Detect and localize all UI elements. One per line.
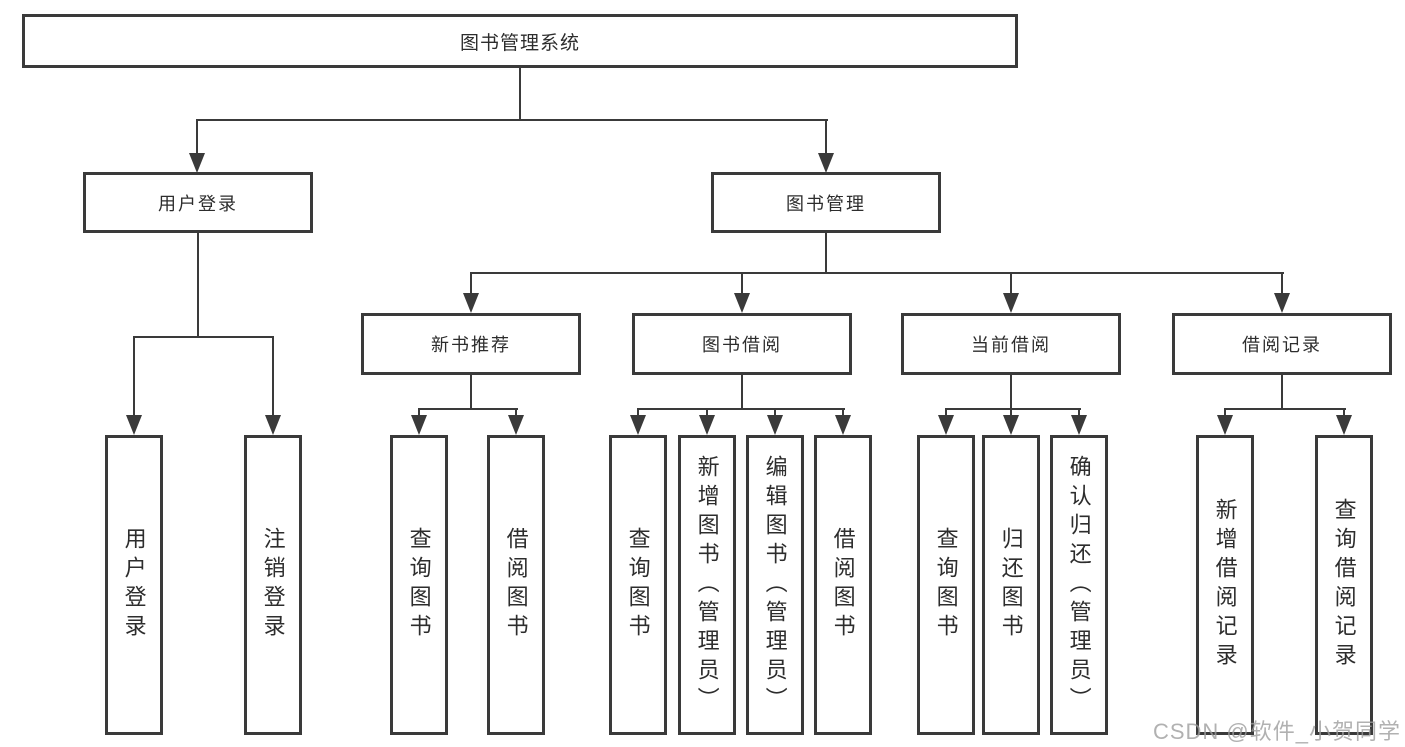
connector-leaf-stem xyxy=(774,408,776,420)
leaf-label: 归还图书 xyxy=(998,527,1024,643)
connector-leaf-stem xyxy=(1343,408,1345,420)
connector-leaf-stem xyxy=(1010,408,1012,420)
connector-leaf-stem xyxy=(945,408,947,420)
connector-arrowhead xyxy=(734,293,750,313)
connector-arrowhead xyxy=(630,415,646,435)
connector-arrowhead xyxy=(265,415,281,435)
connector-current-borrow-rail xyxy=(945,408,1081,410)
connector-arrowhead xyxy=(463,293,479,313)
connector-leaf-stem xyxy=(706,408,708,420)
connector-arrowhead xyxy=(767,415,783,435)
connector-current-borrow-down xyxy=(1010,375,1012,410)
connector-arrowhead xyxy=(1336,415,1352,435)
connector-level3-rail xyxy=(470,272,1284,274)
leaf-label: 确认归还（管理员） xyxy=(1066,454,1092,716)
connector-user-branch-down xyxy=(197,233,199,338)
connector-leaf-stem xyxy=(1078,408,1080,420)
leaf-label: 借阅图书 xyxy=(503,527,529,643)
connector-arrowhead xyxy=(1003,293,1019,313)
node-cb-return-books-leaf: 归还图书 xyxy=(982,435,1040,735)
node-user-login-branch: 用户登录 xyxy=(83,172,313,233)
connector-leaf-stem xyxy=(637,408,639,420)
node-bb-borrow-books-leaf: 借阅图书 xyxy=(814,435,872,735)
node-br-query-record-leaf: 查询借阅记录 xyxy=(1315,435,1373,735)
connector-leaf-stem xyxy=(515,408,517,420)
connector-stem-user-login-leaf xyxy=(133,336,135,420)
node-user-login-leaf: 用户登录 xyxy=(105,435,163,735)
connector-book-borrow-rail xyxy=(637,408,845,410)
connector-arrowhead xyxy=(189,153,205,173)
leaf-label: 查询图书 xyxy=(406,527,432,643)
leaf-label: 注销登录 xyxy=(260,527,286,643)
connector-book-branch-down xyxy=(825,233,827,274)
node-current-borrowing: 当前借阅 xyxy=(901,313,1121,375)
leaf-label: 查询图书 xyxy=(933,527,959,643)
leaf-label: 借阅图书 xyxy=(830,527,856,643)
connector-stem-book-management xyxy=(825,119,827,157)
csdn-watermark: CSDN @软件_小贺同学 xyxy=(1152,719,1401,744)
connector-arrowhead xyxy=(508,415,524,435)
node-bb-edit-books-admin-leaf: 编辑图书（管理员） xyxy=(746,435,804,735)
connector-arrowhead xyxy=(1003,415,1019,435)
node-new-book-recommend: 新书推荐 xyxy=(361,313,581,375)
connector-arrowhead xyxy=(938,415,954,435)
leaf-label: 编辑图书（管理员） xyxy=(762,454,788,716)
node-bb-query-books-leaf: 查询图书 xyxy=(609,435,667,735)
connector-arrowhead xyxy=(835,415,851,435)
node-book-borrowing: 图书借阅 xyxy=(632,313,852,375)
leaf-label: 新增图书（管理员） xyxy=(694,454,720,716)
connector-arrowhead xyxy=(411,415,427,435)
leaf-label: 查询借阅记录 xyxy=(1331,498,1357,672)
node-library-management-system: 图书管理系统 xyxy=(22,14,1018,68)
connector-borrow-records-rail xyxy=(1224,408,1346,410)
node-bb-add-books-admin-leaf: 新增图书（管理员） xyxy=(678,435,736,735)
connector-leaf-stem xyxy=(1224,408,1226,420)
connector-arrowhead xyxy=(1217,415,1233,435)
node-book-management-branch: 图书管理 xyxy=(711,172,941,233)
node-br-add-record-leaf: 新增借阅记录 xyxy=(1196,435,1254,735)
connector-arrowhead xyxy=(1274,293,1290,313)
connector-arrowhead xyxy=(1071,415,1087,435)
connector-new-book-rail xyxy=(418,408,518,410)
leaf-label: 用户登录 xyxy=(121,527,147,643)
connector-stem-new-book xyxy=(470,272,472,297)
node-borrowing-records: 借阅记录 xyxy=(1172,313,1392,375)
connector-root-trunk xyxy=(519,68,521,120)
connector-new-book-down xyxy=(470,375,472,410)
leaf-label: 新增借阅记录 xyxy=(1212,498,1238,672)
connector-arrowhead xyxy=(699,415,715,435)
leaf-label: 查询图书 xyxy=(625,527,651,643)
connector-leaf-stem xyxy=(842,408,844,420)
connector-user-rail xyxy=(133,336,274,338)
node-cb-query-books-leaf: 查询图书 xyxy=(917,435,975,735)
connector-book-borrow-down xyxy=(741,375,743,410)
node-cb-confirm-return-admin-leaf: 确认归还（管理员） xyxy=(1050,435,1108,735)
node-nbr-query-books-leaf: 查询图书 xyxy=(390,435,448,735)
connector-stem-book-borrow xyxy=(741,272,743,297)
connector-borrow-records-down xyxy=(1281,375,1283,410)
connector-level2-rail xyxy=(196,119,828,121)
connector-arrowhead xyxy=(126,415,142,435)
node-logout-login-leaf: 注销登录 xyxy=(244,435,302,735)
connector-stem-borrow-records xyxy=(1281,272,1283,297)
connector-stem-user-login-branch xyxy=(196,119,198,157)
connector-leaf-stem xyxy=(418,408,420,420)
connector-stem-current-borrow xyxy=(1010,272,1012,297)
connector-arrowhead xyxy=(818,153,834,173)
node-nbr-borrow-books-leaf: 借阅图书 xyxy=(487,435,545,735)
connector-stem-logout-leaf xyxy=(272,336,274,420)
